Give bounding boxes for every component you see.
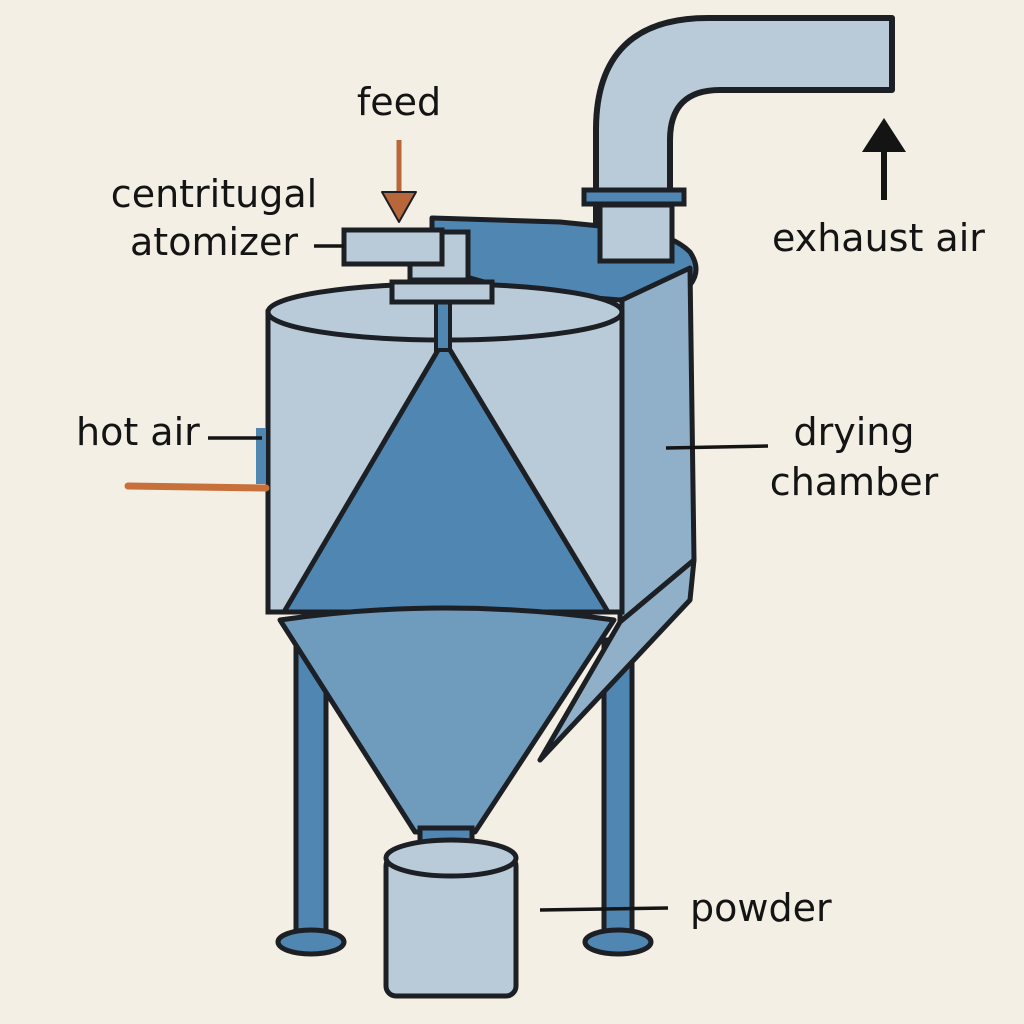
drying-chamber-body [265, 265, 697, 625]
atomizer-disc [389, 279, 495, 305]
powder-label: powder [690, 886, 832, 930]
exhaust-duct [581, 15, 895, 263]
exhaust-neck [597, 202, 675, 264]
atomizer-label-line1: centritugal [110, 172, 318, 216]
hot-air-label: hot air [76, 410, 200, 454]
right-leg-foot [582, 927, 654, 957]
atomizer-label-line2: atomizer [130, 220, 298, 264]
hopper-side [537, 557, 697, 763]
atomizer-shaft [434, 298, 452, 352]
collector-rim [383, 837, 519, 879]
hot-air-nozzle [256, 428, 266, 484]
hot-air-pipe [124, 482, 270, 492]
powder-collector [383, 837, 519, 999]
hot-air-inlet [124, 428, 270, 492]
atomizer-head [341, 227, 445, 267]
powder-leader [539, 906, 669, 912]
drying-chamber-label-line2: chamber [769, 460, 939, 504]
feed-label: feed [356, 80, 442, 124]
exhaust-arrow-head [862, 118, 906, 152]
hopper-cone [277, 605, 617, 835]
feed-arrow-icon [381, 140, 417, 223]
drying-chamber-label-line1: drying [793, 410, 915, 454]
feed-arrow-head [381, 191, 417, 223]
exhaust-flange [581, 187, 687, 207]
leader-lines [208, 244, 769, 912]
exhaust-air-label: exhaust air [772, 216, 985, 260]
exhaust-arrow-icon [862, 118, 906, 200]
drying-chamber-leader [665, 444, 769, 450]
left-leg-foot [275, 927, 347, 957]
